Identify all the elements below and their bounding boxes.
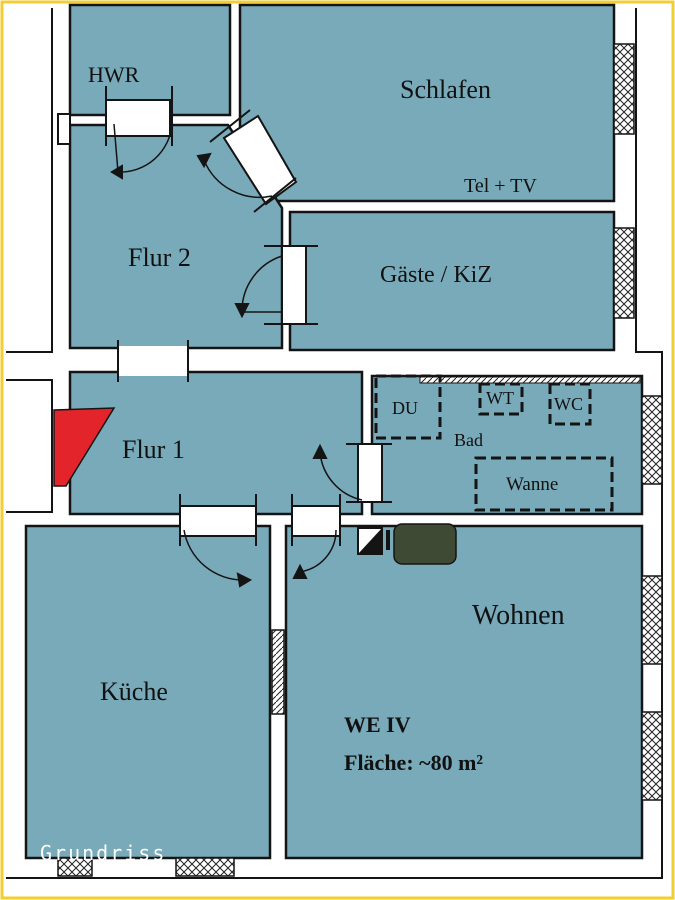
window-kueche-1 bbox=[57, 857, 93, 877]
fixture-shower-outline bbox=[374, 374, 442, 440]
label-wc: WC bbox=[554, 394, 583, 414]
fixture-wc-outline bbox=[548, 382, 592, 426]
label-unit-area: Fläche: ~80 m² bbox=[344, 750, 483, 775]
doors bbox=[57, 86, 392, 588]
window-gaeste bbox=[613, 227, 635, 319]
window-bad bbox=[641, 395, 663, 485]
label-unit-name: WE IV bbox=[344, 712, 411, 737]
fixture-bathtub-outline bbox=[474, 456, 614, 512]
window-schlafen bbox=[613, 43, 635, 135]
label-wt: WT bbox=[486, 388, 514, 408]
window-kueche-2 bbox=[175, 857, 235, 877]
window-wohnen-2 bbox=[641, 711, 663, 801]
wall-segment-hatched bbox=[271, 629, 285, 715]
label-tel-tv: Tel + TV bbox=[464, 175, 537, 197]
window-wohnen-1 bbox=[641, 575, 663, 665]
outer-walls bbox=[6, 8, 663, 879]
room-kueche bbox=[24, 524, 272, 860]
label-schlafen: Schlafen bbox=[400, 75, 491, 104]
bath-shelf bbox=[419, 376, 641, 384]
room-bad bbox=[370, 374, 644, 516]
fixture-washbasin-outline bbox=[478, 382, 524, 416]
label-du: DU bbox=[392, 398, 418, 418]
room-hwr bbox=[68, 3, 232, 117]
room-gaeste bbox=[288, 210, 616, 352]
chimney bbox=[53, 407, 116, 487]
windows bbox=[57, 43, 663, 877]
label-wanne: Wanne bbox=[506, 474, 558, 495]
bath-fixtures bbox=[374, 374, 614, 512]
label-hwr: HWR bbox=[88, 62, 140, 87]
label-kueche: Küche bbox=[100, 677, 168, 706]
room-schlafen bbox=[238, 3, 616, 203]
room-flur-1 bbox=[68, 370, 364, 516]
label-bad: Bad bbox=[454, 430, 483, 450]
label-flur-1: Flur 1 bbox=[122, 435, 185, 464]
caption-watermark: Grundriss bbox=[40, 841, 166, 865]
room-wohnen bbox=[284, 524, 644, 860]
label-gaeste: Gäste / KiZ bbox=[380, 262, 492, 288]
label-wohnen: Wohnen bbox=[472, 600, 565, 631]
stove bbox=[357, 523, 457, 565]
label-flur-2: Flur 2 bbox=[128, 243, 191, 272]
rooms bbox=[24, 3, 644, 860]
